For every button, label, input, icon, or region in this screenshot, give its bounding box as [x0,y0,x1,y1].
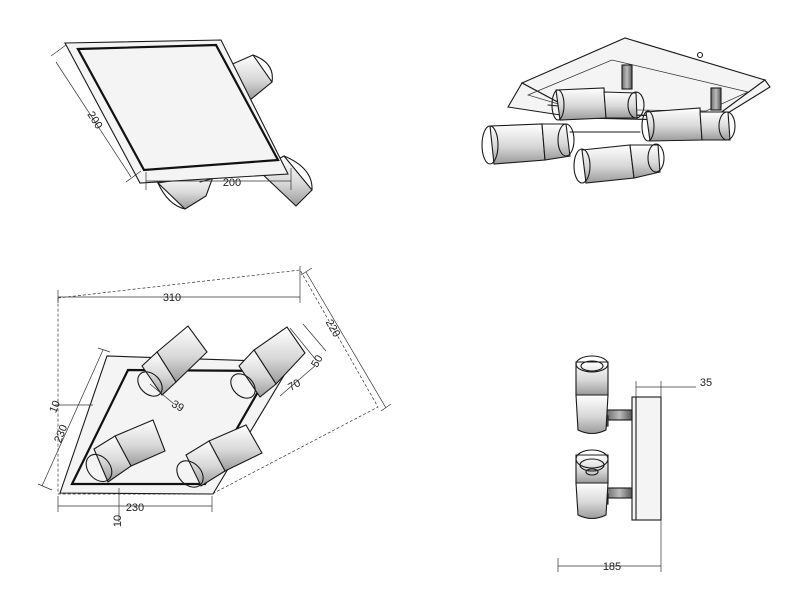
iso-spot-front-left [481,123,641,165]
plan-view-plate-offset-bottom-dimension: 10 [112,515,124,527]
iso-mounting-screw [696,51,704,59]
top-view-depth-dimension: 200 [84,109,104,131]
plan-view-spot-diameter-dimension: 39 [169,398,186,415]
side-view-plate-thickness-dimension: 35 [700,377,712,389]
iso-spot-right [641,87,736,142]
top-view-plate-inner [76,43,280,172]
plan-view-envelope [57,269,379,495]
side-view: 35 185 [557,355,712,573]
plan-view-depth-dimension: 220 [323,318,343,340]
iso-spot-rear [551,64,645,121]
side-view-plate [631,396,662,521]
plan-view: 310 220 50 70 39 230 10 230 10 [37,266,392,527]
plan-spot-lower-left [85,419,166,483]
plan-spot-lower-right [176,424,263,488]
plan-view-width-dimension: 310 [163,292,181,304]
side-view-spot-lower [575,449,633,520]
plan-view-spot-height-dimension: 50 [309,353,326,370]
side-view-total-height-dimension: 185 [603,561,621,573]
plan-spot-upper-right [230,326,306,399]
plan-view-spot-length-dimension: 70 [286,377,303,394]
top-view: 200 200 [50,39,313,210]
isometric-view [481,37,771,184]
plan-spot-upper-left [137,325,208,397]
side-view-spot-upper [575,355,633,435]
plan-view-plate-offset-side-dimension: 10 [47,399,63,415]
plan-view-plate-side-dimension: 230 [52,423,70,445]
plan-view-plate-bottom-dimension: 230 [126,502,144,514]
iso-spot-front [573,143,665,184]
top-view-width-dimension: 200 [223,177,241,189]
